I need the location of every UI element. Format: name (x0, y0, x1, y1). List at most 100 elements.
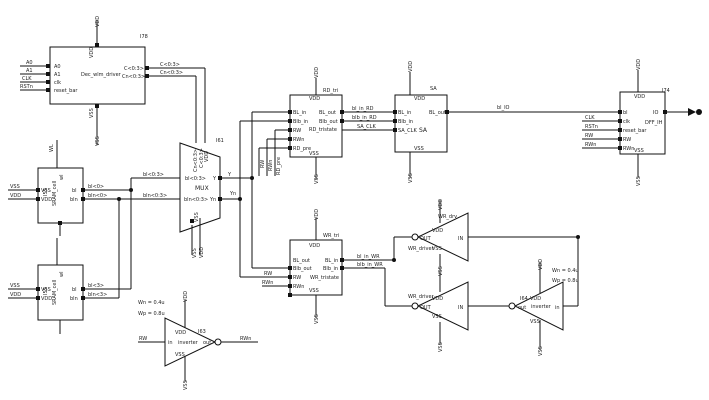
sram1-instance: I55 (43, 287, 49, 295)
mux-name: MUX (195, 185, 209, 192)
wr-drv-bot-body (416, 281, 469, 331)
inv-right-out: out (518, 305, 526, 311)
wr-pin-bl-out: BL_out (293, 258, 310, 264)
rd-name: RD_tristate (309, 127, 337, 133)
sram0-vss-net: VSS (10, 184, 20, 190)
sa-name: SA (419, 127, 428, 134)
decoder-body (49, 46, 146, 105)
dff-instance: I74 (662, 88, 670, 94)
decoder-net-a1: A1 (26, 68, 33, 74)
sram1-name: SRAM_cell (52, 280, 58, 305)
dff-name: DFF_IH (645, 120, 663, 126)
inv-right-vss: VSS (530, 319, 540, 325)
sa-vss-net: VSS (408, 173, 414, 183)
sa-vdd-pin: VDD (414, 96, 425, 102)
sa-net-clk: SA_CLK (357, 124, 376, 130)
sa-body (394, 94, 448, 153)
sa-vss-pin: VSS (414, 146, 424, 152)
sram1-vss-net: VSS (10, 283, 20, 289)
sram-cell-0[interactable]: I55 SRAM_cell WL wl VSS VDD VSS VDD bl b… (8, 140, 131, 236)
inv-right-name: inverter (531, 304, 552, 310)
wr-vdd-net: VDD (314, 209, 320, 220)
mux-net-bl: bl<0:3> (143, 172, 164, 178)
wr-drv-bot-vss-net: VSS (438, 342, 444, 352)
dff-block[interactable]: I74 VDD VSS DFF_IH VDD VSS bl clk reset_… (582, 59, 702, 186)
wr-tristate-block[interactable]: WR_tri VDD VSS WR_tristate VDD VSS BL_ou… (262, 209, 394, 324)
rd-pin-blb-in: Blb_in (293, 119, 308, 125)
wr-drv-bot-vss: VSS (432, 314, 442, 320)
inverter-left[interactable]: I63 VDD VSS inverter in out Wn = 0.4u Wp… (138, 291, 258, 390)
inv-left-name: inverter (178, 340, 199, 346)
dff-net-rwn: RWn (585, 142, 596, 148)
inv-right-vdd-net: VDD (538, 259, 544, 270)
mux-vdd-pin: VDD (204, 151, 210, 162)
wr-driver-top[interactable]: WR_drv VDD VSS IN OUT WR_driver VDD VSS (408, 199, 469, 276)
mux-vss-net: VSS (192, 248, 198, 258)
decoder-pin-clk: clk (54, 80, 61, 86)
inv-right-body (513, 281, 564, 331)
wr-net-blb-in: blb_in_WR (357, 262, 383, 268)
decoder-pin-a0: A0 (54, 64, 61, 70)
decoder-net-cn: Cn<0:3> (160, 70, 183, 76)
wr-name: WR_tristate (310, 275, 339, 281)
dff-pin-clk: clk (623, 119, 630, 125)
dff-pin-rwn: RWn (623, 146, 634, 152)
decoder-vdd-net: VDD (95, 16, 101, 27)
sram0-bl-pin: bl (72, 188, 77, 194)
sa-pin-bl-out: BL_out (429, 110, 446, 116)
inverter-right[interactable]: I64 VDD VSS inverter in out Wn = 0.4u Wp… (485, 259, 579, 356)
wr-vdd-pin: VDD (309, 243, 320, 249)
sa-pin-blb-in: Blb_in (398, 119, 413, 125)
sram0-bln-pin: bln (70, 197, 78, 203)
dff-vss-pin: VSS (634, 148, 644, 154)
wr-vss-net: VSS (314, 314, 320, 324)
mux-block[interactable]: I61 MUX VDD C<0:3> Cn<0:3> bl<0:3> bln<0… (179, 138, 252, 258)
decoder-net-rstn: RSTn (20, 84, 33, 90)
inv-left-wp: Wp = 0.8u (138, 311, 165, 317)
inv-left-wn: Wn = 0.4u (138, 300, 165, 306)
rd-pin-rwn: RWn (293, 137, 304, 143)
rd-tristate-block[interactable]: RD_tri VDD VSS RD_tristate VDD VSS BL_in… (258, 67, 395, 184)
mux-net-y: Y (227, 172, 232, 178)
dff-pin-rw: RW (623, 137, 631, 143)
dff-net-rstn: RSTn (585, 124, 598, 130)
decoder-block[interactable]: I78 Dec_wlm_driver VDD VDD VSS VSS A0 A1… (20, 16, 206, 146)
sa-pin-bl-in: BL_in (398, 110, 411, 116)
mux-ctrl-cn: Cn<0:3> (193, 149, 199, 172)
sram1-bl-pin: bl (72, 287, 77, 293)
wr-drv-top-label: WR_driver (408, 246, 435, 252)
sram0-name: SRAM_cell (52, 181, 58, 206)
mux-net-yn: Yn (229, 191, 236, 197)
sram0-wl-pin: wl (59, 175, 65, 180)
wr-drv-top-instance: WR_drv (438, 214, 457, 220)
decoder-net-clk: CLK (22, 76, 32, 82)
mux-body (179, 142, 221, 233)
wr-pin-blb-out: Blb_out (293, 266, 312, 272)
mux-instance: I61 (216, 138, 224, 144)
dff-net-clk: CLK (585, 115, 595, 121)
sram1-bl-net: bl<3> (88, 283, 104, 289)
io-port-icon[interactable] (688, 108, 696, 116)
rd-body (289, 94, 343, 158)
sram1-vdd-net: VDD (10, 292, 21, 298)
dff-vss-net: VSS (636, 176, 642, 186)
wr-driver-routing (384, 235, 580, 307)
inv-right-vss-net: VSS (538, 346, 544, 356)
inv-left-vss-net: VSS (183, 380, 189, 390)
decoder-name: Dec_wlm_driver (81, 72, 122, 78)
rd-vss-pin: VSS (309, 151, 319, 157)
decoder-pin-a1: A1 (54, 72, 61, 78)
sram-cell-1[interactable]: I55 SRAM_cell wl VSS VDD VSS VDD bl bln … (8, 238, 131, 334)
rd-pin-bl-out: BL_out (319, 110, 336, 116)
decoder-vss-pin: VSS (89, 108, 95, 118)
wr-drv-bot-label: WR_driver (408, 294, 435, 300)
sense-amp-block[interactable]: SA VDD VSS SA VDD VSS BL_in Blb_in SA_CL… (342, 61, 620, 183)
sa-net-bl-io: bl_IO (497, 105, 510, 111)
inv-right-in: in (555, 305, 560, 311)
wr-driver-bottom[interactable]: VDD VSS IN OUT WR_driver VSS (408, 270, 469, 352)
sram0-vdd-pin: VDD (41, 197, 52, 203)
sram0-body (37, 167, 84, 224)
inv-left-net-in: RW (139, 336, 147, 342)
wr-net-rwn: RWn (262, 280, 273, 286)
